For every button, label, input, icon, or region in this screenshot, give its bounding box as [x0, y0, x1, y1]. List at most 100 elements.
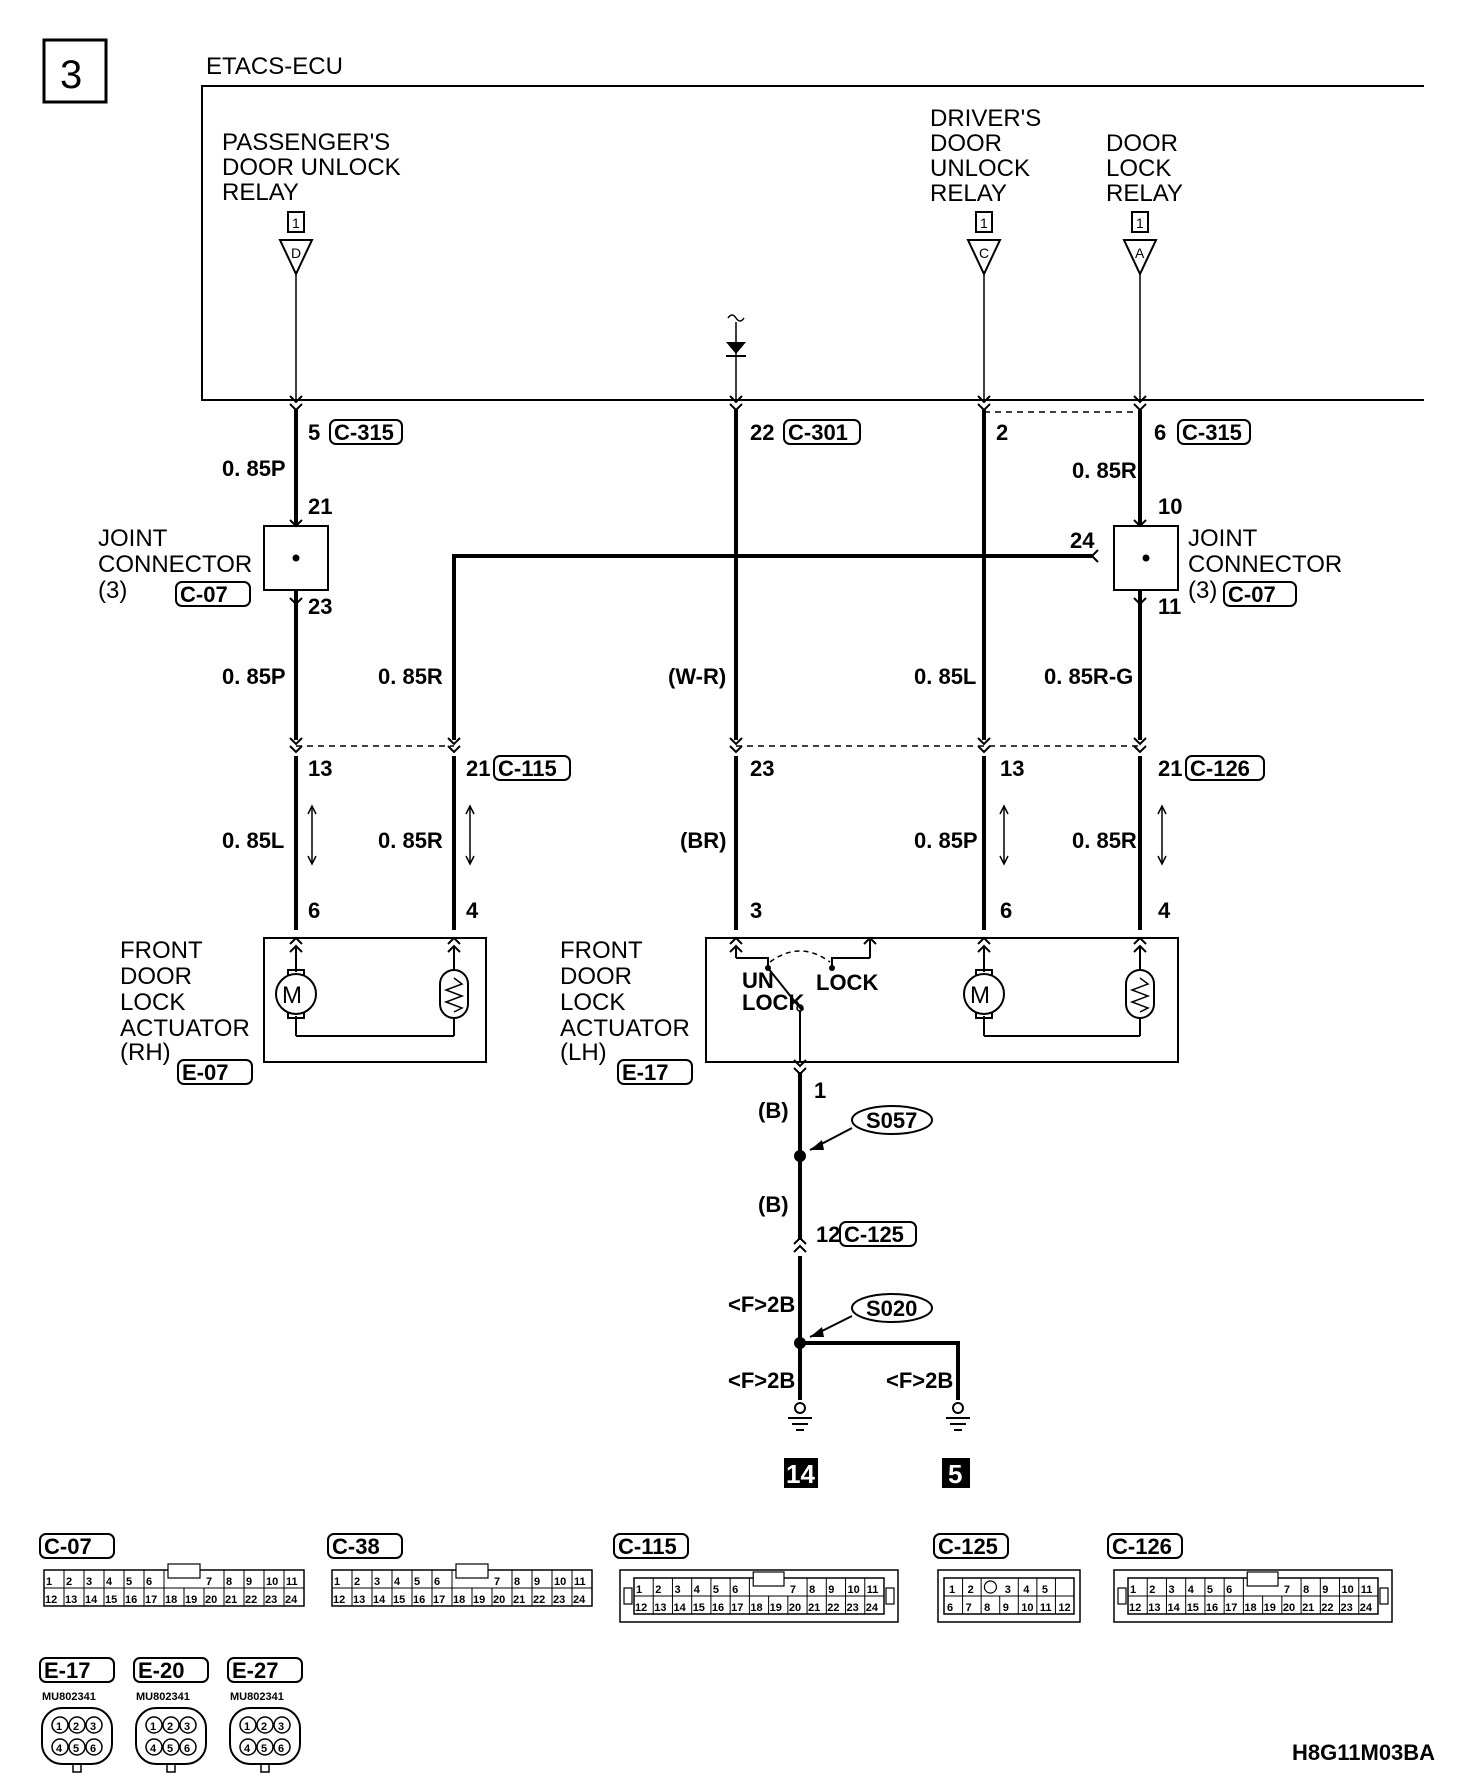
pin-label: 13: [308, 756, 332, 781]
pin-number: 14: [1167, 1602, 1180, 1614]
pin-number: 19: [770, 1602, 782, 1614]
pin-number: 5: [73, 1743, 79, 1755]
wire-label: (BR): [680, 828, 726, 853]
pin-number: 9: [246, 1576, 252, 1588]
pin-number: 5: [261, 1743, 267, 1755]
heater-resistor-icon: [1125, 969, 1155, 1019]
pin-number: 4: [106, 1576, 113, 1588]
bidirectional-arrow-icons: [307, 804, 1167, 866]
pin-number: 22: [1321, 1602, 1333, 1614]
pin-label: 13: [1000, 756, 1024, 781]
pin-number: 10: [554, 1576, 566, 1588]
pin-number: 5: [1207, 1584, 1213, 1596]
wire-label: 0. 85P: [222, 456, 286, 481]
svg-text:14: 14: [786, 1459, 815, 1489]
pin-number: 1: [56, 1721, 62, 1733]
pin-number: 24: [285, 1594, 298, 1606]
pin-number: 15: [693, 1602, 705, 1614]
switch-contact: [767, 967, 801, 1009]
pin-number: 6: [146, 1576, 152, 1588]
pin-number: 9: [1003, 1602, 1009, 1614]
pin-number: 11: [1040, 1602, 1052, 1614]
pin-number: 13: [654, 1602, 666, 1614]
wire-label: 0. 85L: [914, 664, 976, 689]
pin-number: 8: [809, 1584, 815, 1596]
front-door-lock-actuator-lh: UN LOCK LOCK M FRONT DOOR LOCK ACTUATOR …: [560, 936, 1179, 1085]
heater-resistor-icon: [439, 969, 469, 1019]
pin-number: 20: [1283, 1602, 1295, 1614]
pin-number: 16: [125, 1594, 137, 1606]
pin-number: 7: [1284, 1584, 1290, 1596]
connector-label: C-115: [498, 756, 557, 781]
pin-label: 5: [308, 420, 320, 445]
pin-number: 4: [694, 1584, 701, 1596]
pin-number: 6: [947, 1602, 953, 1614]
pin-label: 24: [1070, 528, 1095, 553]
pin-number: 13: [1148, 1602, 1160, 1614]
wire-label: (B): [758, 1192, 789, 1217]
svg-text:DRIVER'S: DRIVER'S: [930, 105, 1041, 132]
pin-number: 2: [655, 1584, 661, 1596]
joint-connector-right: JOINT CONNECTOR (3) C-07: [1090, 519, 1342, 607]
svg-text:1: 1: [1136, 215, 1144, 231]
svg-text:ACTUATOR: ACTUATOR: [560, 1015, 690, 1042]
splice-s057: [794, 1150, 806, 1162]
pin-number: 1: [244, 1721, 250, 1733]
pin-number: 3: [184, 1721, 190, 1733]
wire-label: <F>2B: [728, 1368, 795, 1393]
pin-label: 4: [1158, 898, 1171, 923]
pin-number: 12: [1058, 1602, 1070, 1614]
legend-label-e27: E-27: [232, 1658, 278, 1683]
svg-text:DOOR: DOOR: [930, 130, 1002, 157]
pin-label: 2: [996, 420, 1008, 445]
pin-number: 22: [533, 1594, 545, 1606]
pin-number: 5: [126, 1576, 132, 1588]
front-door-lock-actuator-rh: M FRONT DOOR LOCK ACTUATOR (RH) E-07: [120, 936, 487, 1085]
svg-text:LOCK: LOCK: [742, 990, 804, 1015]
harness-wires: [294, 410, 1142, 1400]
svg-text:D: D: [291, 245, 301, 261]
connector-label: E-17: [622, 1060, 668, 1085]
pin-number: 6: [90, 1743, 96, 1755]
pin-number: 24: [1360, 1602, 1373, 1614]
svg-text:DOOR: DOOR: [120, 963, 192, 990]
pin-number: 23: [1341, 1602, 1353, 1614]
pin-number: 2: [73, 1721, 79, 1733]
part-number: MU802341: [230, 1691, 284, 1703]
ground-icon: [788, 1402, 812, 1431]
pin-number: 22: [245, 1594, 257, 1606]
pin-number: 3: [374, 1576, 380, 1588]
pin-number: 7: [206, 1576, 212, 1588]
pin-number: 10: [266, 1576, 278, 1588]
ground-icon: [946, 1402, 970, 1431]
pin-number: 23: [265, 1594, 277, 1606]
pin-label: 6: [1000, 898, 1012, 923]
pin-label: 6: [1154, 420, 1166, 445]
pin-label: 1: [814, 1078, 826, 1103]
pin-number: 14: [373, 1594, 386, 1606]
pin-label: 23: [750, 756, 774, 781]
pin-number: 18: [165, 1594, 177, 1606]
motor-icon: [275, 973, 317, 1015]
pin-number: 1: [1130, 1584, 1136, 1596]
pin-number: 17: [145, 1594, 157, 1606]
connector-label: C-07: [180, 582, 228, 607]
pin-number: 15: [393, 1594, 405, 1606]
pin-number: 2: [261, 1721, 267, 1733]
connector-label: C-126: [1190, 756, 1250, 781]
svg-text:DOOR: DOOR: [560, 963, 632, 990]
ecu-title: ETACS-ECU: [206, 53, 343, 80]
joint-connector-left: JOINT CONNECTOR (3) C-07: [98, 519, 329, 607]
legend-label-e17: E-17: [44, 1658, 90, 1683]
pin-number: 2: [167, 1721, 173, 1733]
legend-label-e20: E-20: [138, 1658, 184, 1683]
pin-label: 6: [308, 898, 320, 923]
connector-label: E-07: [182, 1060, 228, 1085]
pin-number: 6: [278, 1743, 284, 1755]
pin-number: 5: [1042, 1584, 1048, 1596]
pin-number: 1: [949, 1584, 955, 1596]
wire-label: 0. 85L: [222, 828, 284, 853]
pin-number: 4: [244, 1743, 251, 1755]
